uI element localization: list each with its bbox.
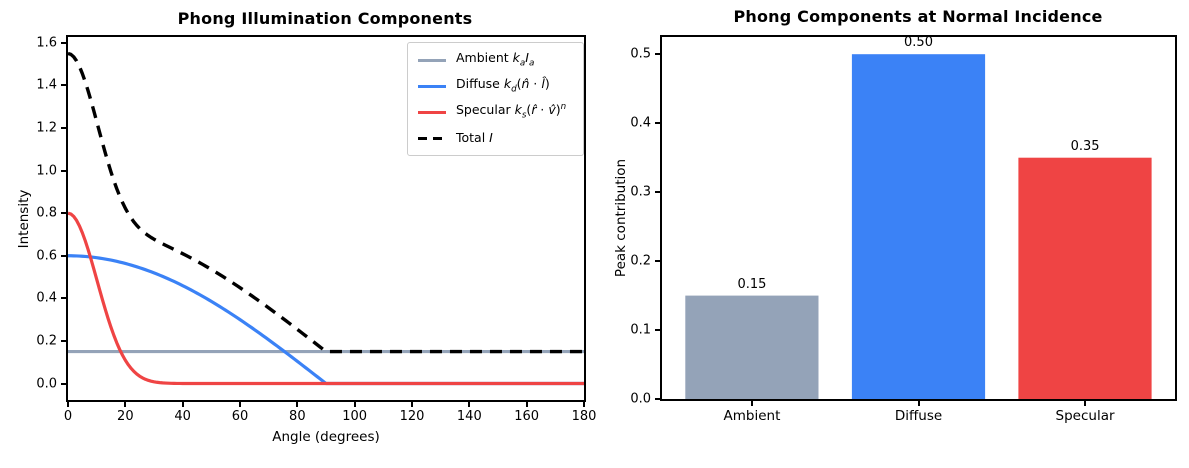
y-tick-mark [61, 254, 66, 257]
y-tick-mark [61, 127, 66, 130]
left-y-axis-label: Intensity [16, 189, 32, 249]
x-tick-mark [181, 402, 184, 407]
category-label: Specular [1055, 408, 1115, 424]
legend-label-total: Total I [456, 129, 493, 145]
y-tick-label: 0.1 [630, 322, 651, 338]
y-tick-mark [655, 191, 660, 194]
y-tick-mark [61, 382, 66, 385]
legend-label-ambient: Ambient kaIa [456, 49, 535, 69]
x-tick-mark [239, 402, 241, 407]
right-chart-title: Phong Components at Normal Incidence [733, 7, 1103, 26]
line-total [68, 51, 584, 354]
left-chart-title: Phong Illumination Components [177, 9, 473, 28]
y-tick-label: 0.8 [36, 205, 57, 221]
y-tick-mark [61, 297, 66, 300]
legend-item: Diffuse kd(n̂ ⋅ l̂) [418, 77, 573, 95]
x-tick-label: 80 [289, 409, 306, 424]
y-tick-mark [61, 84, 66, 87]
legend-label-specular: Specular ks(r̂ ⋅ v̂)n [456, 102, 567, 121]
y-tick-mark [61, 212, 66, 215]
y-tick-mark [655, 260, 660, 263]
right-plot-area [685, 54, 1152, 399]
left-plot-area [68, 51, 584, 386]
x-tick-mark [411, 402, 413, 407]
category-label: Diffuse [894, 408, 943, 424]
x-tick-label: 100 [342, 409, 368, 424]
legend-label-diffuse: Diffuse kd(n̂ ⋅ l̂) [456, 75, 550, 95]
x-tick-mark [124, 402, 127, 407]
legend-item: Total I [418, 129, 573, 147]
y-tick-label: 0.3 [630, 184, 651, 200]
y-tick-label: 0.6 [36, 248, 57, 264]
line-diffuse [68, 254, 584, 386]
x-tick-mark [468, 402, 471, 407]
y-tick-mark [655, 398, 660, 400]
y-tick-label: 1.4 [36, 77, 57, 93]
legend-swatch-diffuse [418, 84, 446, 88]
bar-ambient [685, 295, 819, 399]
y-tick-label: 0.0 [630, 391, 651, 407]
category-label: Ambient [723, 408, 781, 424]
x-tick-label: 40 [174, 409, 191, 424]
y-tick-label: 1.2 [36, 120, 57, 136]
x-tick-mark [296, 402, 299, 407]
y-tick-mark [61, 41, 66, 44]
x-tick-mark [583, 402, 585, 407]
legend-item: Ambient kaIa [418, 51, 573, 69]
legend-swatch-total [418, 136, 446, 140]
y-tick-label: 0.4 [36, 290, 57, 306]
legend-swatch-specular [418, 110, 446, 114]
x-tick-label: 180 [571, 409, 597, 424]
bar-diffuse [851, 54, 986, 399]
y-tick-label: 0.0 [36, 376, 57, 391]
x-tick-mark [525, 402, 528, 407]
y-tick-label: 0.2 [36, 333, 57, 349]
y-tick-label: 1.0 [36, 163, 57, 179]
y-tick-mark [655, 53, 660, 56]
y-tick-mark [61, 339, 66, 342]
y-tick-mark [61, 169, 66, 172]
y-tick-mark [655, 122, 660, 125]
category-tick-mark [1084, 401, 1087, 406]
bar-value-label: 0.50 [904, 35, 933, 51]
x-tick-label: 0 [63, 409, 73, 424]
x-tick-label: 120 [399, 409, 425, 424]
bar-value-label: 0.35 [1070, 138, 1100, 154]
right-y-axis-label: Peak contribution [613, 158, 629, 278]
x-tick-label: 60 [231, 409, 249, 424]
legend-item: Specular ks(r̂ ⋅ v̂)n [418, 103, 573, 121]
y-tick-label: 0.5 [630, 46, 651, 62]
y-tick-label: 1.6 [36, 35, 57, 51]
x-tick-label: 140 [456, 409, 482, 424]
category-tick-mark [750, 401, 753, 406]
bar-specular [1018, 157, 1152, 399]
bar-value-label: 0.15 [737, 276, 767, 292]
x-tick-label: 20 [117, 409, 134, 424]
y-tick-mark [655, 329, 660, 332]
x-tick-label: 160 [514, 409, 540, 424]
y-tick-label: 0.2 [630, 253, 651, 269]
x-tick-mark [353, 402, 356, 407]
line-specular [68, 211, 584, 386]
x-tick-mark [67, 402, 69, 407]
category-tick-mark [917, 401, 920, 406]
right-axes [660, 35, 1177, 401]
y-tick-label: 0.4 [630, 115, 651, 131]
left-x-axis-label: Angle (degrees) [272, 429, 380, 445]
legend-swatch-ambient [418, 58, 446, 62]
